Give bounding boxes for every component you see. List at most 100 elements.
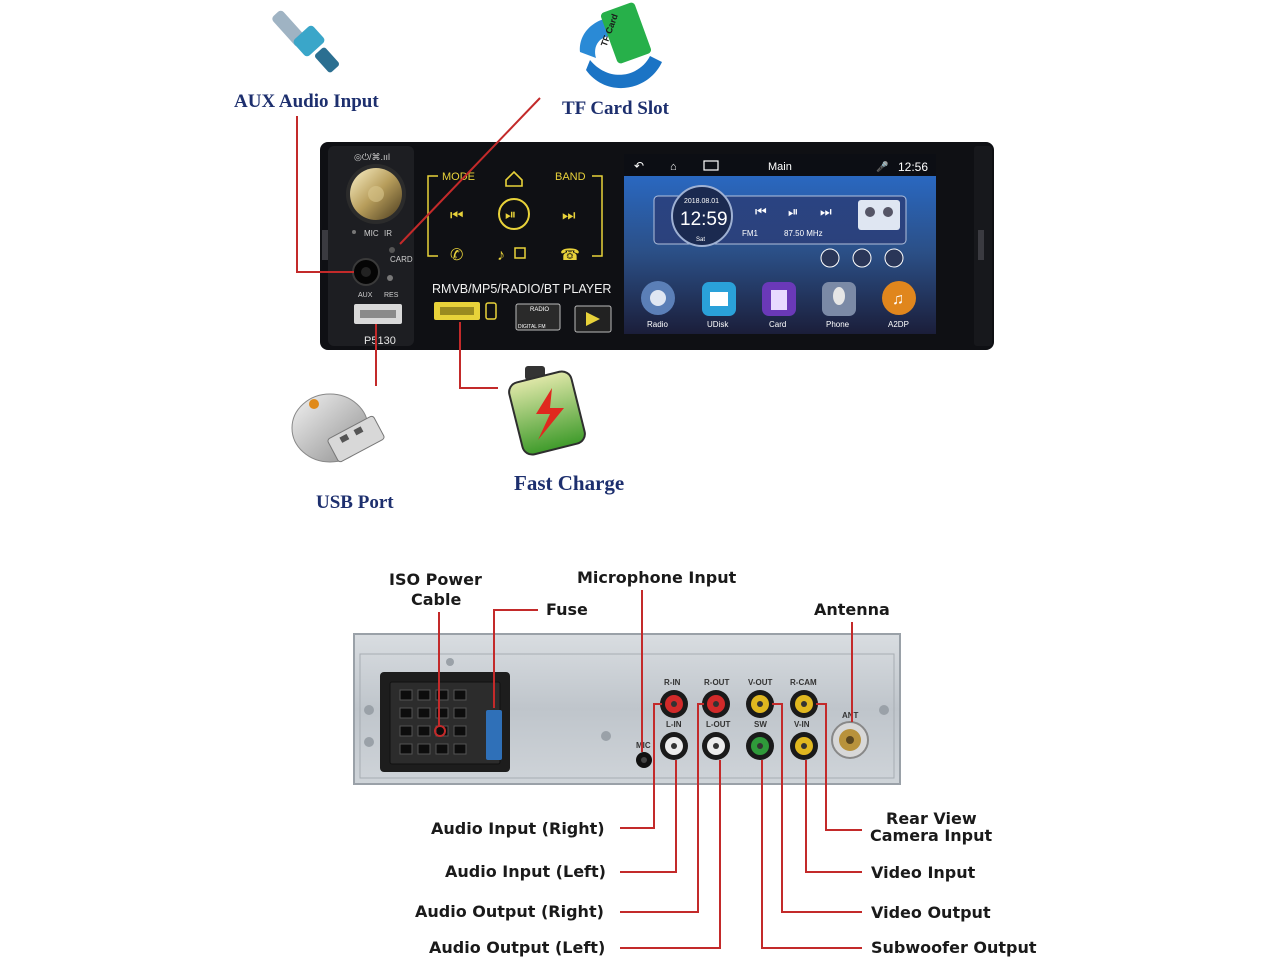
jack-label: SW <box>754 720 767 729</box>
screen-prev-icon[interactable]: ⏮ <box>755 204 767 219</box>
home-icon[interactable] <box>505 170 523 187</box>
ir-sensor <box>389 247 395 253</box>
front-panel: ◎⏻/⌘.ııl MIC IR CARD AUX RES P5130 MODE … <box>320 142 994 350</box>
jack-label: MIC <box>636 741 651 750</box>
microphone-input-label: Microphone Input <box>577 568 737 587</box>
app-udisk[interactable]: UDisk <box>702 282 736 329</box>
aux-panel-label: AUX <box>358 292 373 299</box>
iso-power-cable-label: ISO Power <box>389 570 482 589</box>
rca-jack-r-cam <box>790 690 818 718</box>
radio-frequency: 87.50 MHz <box>784 229 823 238</box>
fast-charge-label: Fast Charge <box>514 471 624 495</box>
band-key[interactable]: BAND <box>555 171 586 183</box>
res-panel-label: RES <box>384 292 399 299</box>
prev-icon[interactable]: ⏮ <box>450 207 464 224</box>
video-output-label: Video Output <box>871 903 991 922</box>
jack-label: V-OUT <box>748 678 773 687</box>
model-label: P5130 <box>364 335 396 347</box>
rca-jack-l-out <box>702 732 730 760</box>
iso-power-cable-label-2: Cable <box>411 590 461 609</box>
audio-input-left-label: Audio Input (Left) <box>445 862 606 881</box>
app-phone[interactable]: Phone <box>822 282 856 329</box>
equalizer-icon[interactable] <box>884 248 904 268</box>
call-icon[interactable]: ✆ <box>450 247 463 264</box>
display-icon[interactable] <box>514 247 526 259</box>
audio-input-right-label: Audio Input (Right) <box>431 819 605 838</box>
radio-band: FM1 <box>742 229 759 238</box>
touch-screen[interactable]: ↶ ⌂ Main 🎤 12:56 2018.08.01 12:59 Sat ⏮ … <box>624 154 936 334</box>
antenna-label: Antenna <box>814 600 890 619</box>
audio-output-left-label: Audio Output (Left) <box>429 938 605 957</box>
app-a2dp[interactable]: ♫ A2DP <box>882 281 916 329</box>
top-leader-lines <box>296 97 541 389</box>
rca-jack-v-in <box>790 732 818 760</box>
reset-button[interactable] <box>387 275 393 281</box>
volume-icon[interactable] <box>820 248 840 268</box>
music-note-icon: ♫ <box>892 291 904 308</box>
screen-time: 12:56 <box>898 160 928 174</box>
mic-hole <box>352 230 356 234</box>
card-label: CARD <box>390 255 413 264</box>
hangup-icon[interactable]: ☎ <box>560 247 580 264</box>
app-label: Radio <box>647 320 668 329</box>
jack-label: V-IN <box>794 720 810 729</box>
clock-day: Sat <box>696 237 705 243</box>
player-type-label: RMVB/MP5/RADIO/BT PLAYER <box>432 282 611 296</box>
mic-label: MIC <box>364 229 379 238</box>
usb-port-label: USB Port <box>316 492 394 513</box>
mode-key[interactable]: MODE <box>442 171 475 183</box>
screen-pause-icon[interactable]: ⏯ <box>788 204 798 219</box>
rca-jack-l-in <box>660 732 688 760</box>
app-radio[interactable]: Radio <box>641 281 675 329</box>
home-screen-icon[interactable]: ⌂ <box>670 161 677 173</box>
brightness-icon[interactable] <box>852 248 872 268</box>
screen-next-icon[interactable]: ⏭ <box>820 204 832 219</box>
jack-label: R-IN <box>664 678 681 687</box>
radio-widget-icon[interactable] <box>858 200 900 230</box>
next-icon[interactable]: ⏭ <box>562 207 576 224</box>
jack-label: L-OUT <box>706 720 731 729</box>
rca-jack-v-out <box>746 690 774 718</box>
mic-jack <box>636 752 652 768</box>
rca-jacks: R-IN R-OUT V-OUT R-CAM L-IN L-OUT SW V-I… <box>636 678 869 768</box>
jack-label: R-CAM <box>790 678 817 687</box>
fuse <box>486 710 502 760</box>
rca-jack-r-in <box>660 690 688 718</box>
rear-view-camera-label-2: Camera Input <box>870 826 993 845</box>
ir-label: IR <box>384 229 392 238</box>
app-label: UDisk <box>707 320 729 329</box>
panel-status-icons: ◎⏻/⌘.ııl <box>354 152 390 162</box>
back-icon[interactable]: ↶ <box>634 159 644 173</box>
radio-badge: RADIO <box>530 307 549 313</box>
iso-connector <box>380 672 510 772</box>
subwoofer-output-label: Subwoofer Output <box>871 938 1037 957</box>
jack-label: R-OUT <box>704 678 729 687</box>
app-label: A2DP <box>888 320 909 329</box>
recent-apps-icon[interactable] <box>703 160 719 171</box>
music-icon[interactable]: ♪ <box>497 247 505 264</box>
battery-icon <box>508 366 586 456</box>
usb-stick-icon <box>291 393 385 463</box>
fuse-label: Fuse <box>546 600 588 619</box>
rear-view-camera-label: Rear View <box>886 809 977 828</box>
app-label: Phone <box>826 320 850 329</box>
touch-key-area: MODE BAND ⏯ ⏮ ⏭ ✆ ♪ ☎ <box>427 170 603 264</box>
clock-widget[interactable] <box>671 185 733 247</box>
play-pause-icon[interactable] <box>498 198 530 230</box>
app-label: Card <box>769 320 786 329</box>
tf-card-slot-label: TF Card Slot <box>562 98 670 119</box>
aux-jack-icon <box>272 10 339 73</box>
clock-date: 2018.08.01 <box>684 198 719 205</box>
jack-label: ANT <box>842 711 859 720</box>
antenna-jack <box>831 721 869 759</box>
screen-title: Main <box>768 161 792 173</box>
tf-card-icon: TF Card <box>579 2 662 89</box>
app-card[interactable]: Card <box>762 282 796 329</box>
mic-status-icon: 🎤 <box>876 160 889 173</box>
clock-time: 12:59 <box>680 209 728 230</box>
digital-fm-badge: DIGITAL FM <box>518 324 546 330</box>
rca-jack-sw <box>746 732 774 760</box>
jack-label: L-IN <box>666 720 682 729</box>
aux-audio-input-label: AUX Audio Input <box>234 91 379 112</box>
